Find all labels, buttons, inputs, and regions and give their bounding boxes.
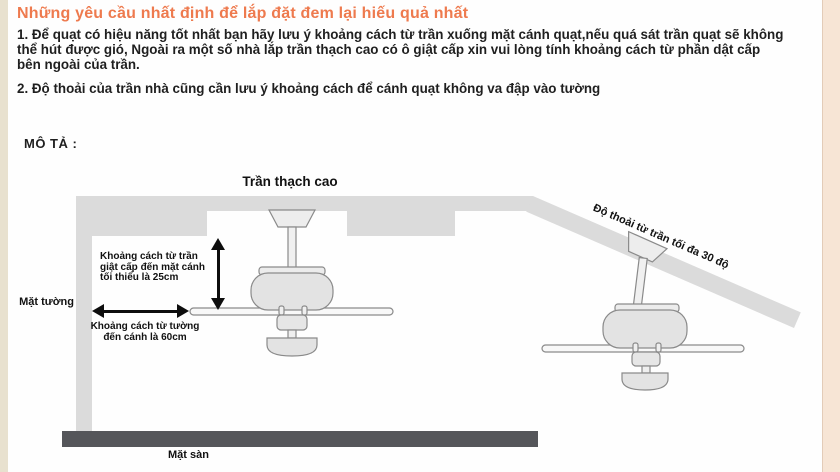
arrow-down-icon [211, 298, 225, 310]
note-line: Khoảng cách từ trần [100, 251, 198, 262]
fan-canopy [628, 230, 669, 263]
wall-label: Mặt tường [19, 296, 74, 308]
fan-canopy [268, 209, 316, 228]
floor-label: Mặt sàn [168, 449, 209, 461]
fan-downrod [287, 226, 297, 272]
page-right-border-stripe [822, 0, 840, 472]
instruction-paragraph-1-line-3: bên ngoài của trần. [17, 56, 140, 72]
fan-blade-bracket [655, 342, 662, 353]
arrow-right-icon [177, 304, 189, 318]
instruction-paragraph-1-line-1: 1. Để quạt có hiệu năng tốt nhất bạn hãy… [17, 27, 784, 42]
instruction-paragraph-1-line-2: thể hút được gió, Ngoài ra một số nhà lắ… [17, 41, 761, 57]
fan-blade-bracket [278, 305, 285, 316]
ceiling-top-band [76, 196, 533, 211]
page-title: Những yêu cầu nhất định để lắp đặt đem l… [17, 5, 469, 22]
plasterboard-ceiling-label: Trần thạch cao [242, 174, 338, 189]
instruction-paragraph-2: 2. Độ thoải của trần nhà cũng cần lưu ý … [17, 81, 601, 96]
ceiling-recess-step-left [92, 211, 207, 236]
note-line: Khoảng cách từ tường [90, 321, 200, 332]
ceiling-fan-right-illustration [541, 230, 745, 391]
note-line: đến cánh là 60cm [103, 331, 187, 343]
fan-blade-bracket [301, 305, 308, 316]
note-line: tối thiểu là 25cm [100, 272, 179, 284]
wall-surface [76, 196, 92, 432]
fan-hub [631, 351, 661, 367]
instruction-paragraph-1: 1. Để quạt có hiệu năng tốt nhất bạn hãy… [17, 27, 819, 72]
arrow-shaft [100, 309, 181, 313]
fan-light-kit [266, 337, 318, 357]
fan-downrod [632, 256, 648, 309]
note-line: giật cấp đến mặt cánh [100, 261, 206, 273]
ceiling-recess-step-right [347, 211, 455, 236]
fan-motor-body [602, 309, 688, 349]
fan-hub [276, 314, 308, 331]
floor-surface [62, 431, 538, 447]
description-section-label: MÔ TẢ : [24, 136, 78, 151]
horizontal-distance-arrow [92, 304, 189, 318]
wall-to-blade-distance-note: Khoảng cách từ tường đến cánh là 60cm [82, 321, 208, 343]
arrow-left-icon [92, 304, 104, 318]
arrow-shaft [216, 246, 220, 302]
ceiling-to-blade-distance-note: Khoảng cách từ trần giật cấp đến mặt cán… [100, 251, 230, 284]
fan-blade-bracket [632, 342, 639, 353]
fan-light-kit [621, 372, 669, 391]
vertical-distance-arrow [211, 238, 225, 310]
page-left-border-stripe [0, 0, 8, 472]
arrow-up-icon [211, 238, 225, 250]
fan-light-stem [287, 329, 297, 339]
fan-light-stem [641, 365, 651, 374]
ceiling-fan-left-illustration [189, 209, 394, 357]
fan-motor-body [250, 272, 334, 311]
